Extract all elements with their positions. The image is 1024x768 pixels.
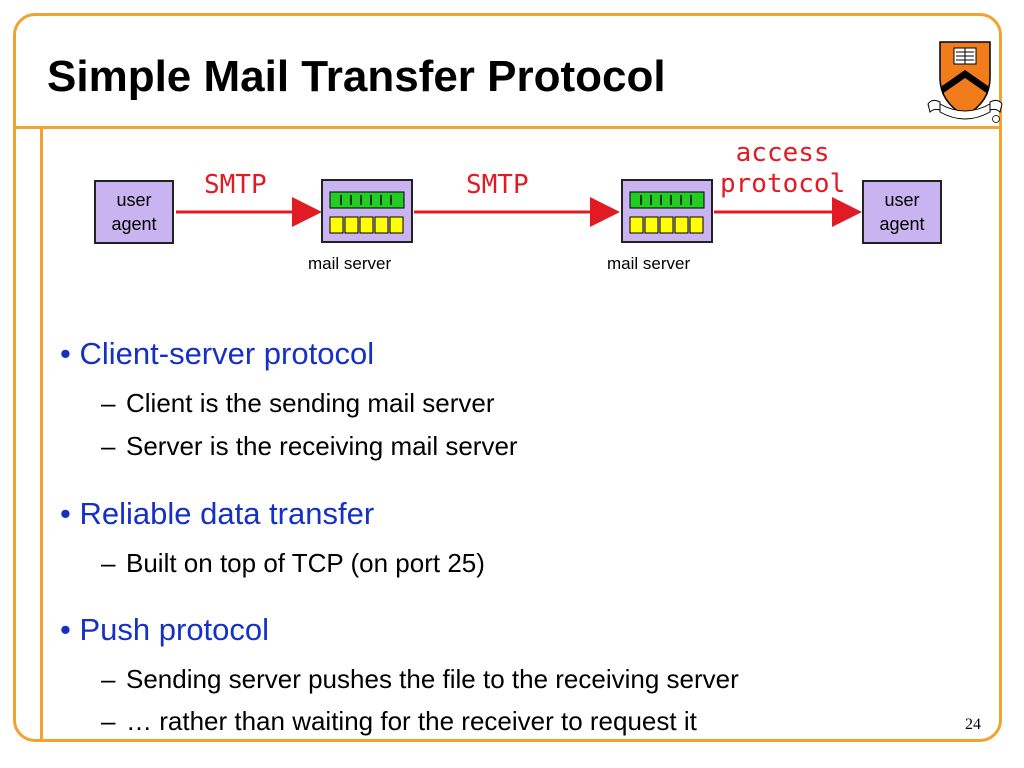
user-agent-right: user agent	[862, 180, 942, 244]
slide-frame	[13, 13, 1002, 742]
mail-server-right	[621, 179, 713, 243]
mail-server-left	[321, 179, 413, 243]
smtp-label-2: SMTP	[466, 170, 529, 200]
title-divider	[13, 126, 1002, 129]
mail-flow-diagram: user agent user agent mail server mail s…	[0, 0, 1024, 300]
slide-title: Simple Mail Transfer Protocol	[47, 52, 666, 101]
user-agent-left-line2: agent	[111, 214, 157, 234]
diagram-canvas	[176, 179, 862, 243]
access-protocol-line1: access	[735, 138, 830, 168]
user-agent-right-line1: user	[884, 190, 920, 210]
access-protocol-label: access protocol	[720, 138, 845, 200]
page-number: 24	[965, 716, 981, 733]
princeton-shield-icon	[927, 41, 1003, 123]
smtp-label-1: SMTP	[204, 170, 267, 200]
user-agent-right-line2: agent	[879, 214, 925, 234]
access-protocol-line2: protocol	[720, 169, 846, 199]
mail-server-left-label: mail server	[308, 254, 392, 273]
mail-server-right-label: mail server	[607, 254, 691, 273]
user-agent-left-line1: user	[116, 190, 152, 210]
side-divider	[40, 126, 43, 742]
user-agent-left: user agent	[94, 180, 174, 244]
